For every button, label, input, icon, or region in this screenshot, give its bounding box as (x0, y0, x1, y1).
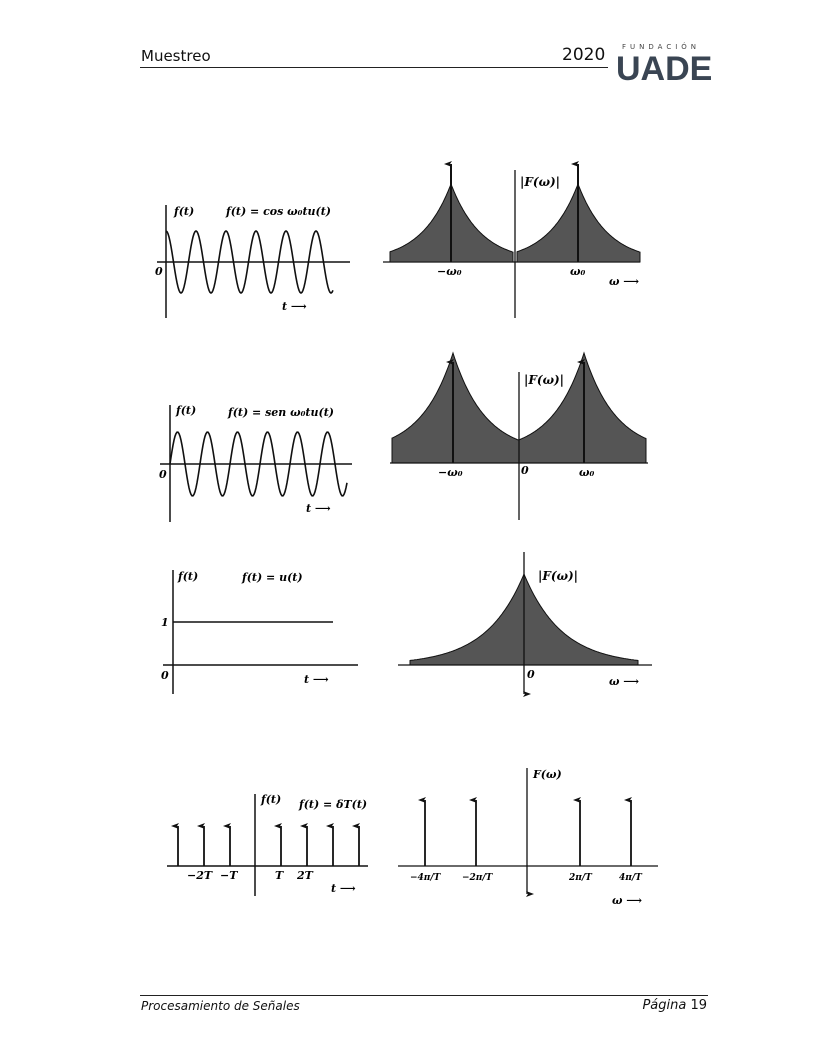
row1-F-label: |F(ω)| (520, 175, 560, 189)
row1-formula: f(t) = cos ω₀tu(t) (225, 205, 331, 218)
row4-tick-neg4pi: −4π/T (410, 873, 442, 883)
footer-rule (140, 995, 708, 996)
row4-impulse-train (171, 823, 360, 866)
footer-page: Página 19 (642, 998, 707, 1013)
row3-spectrum: |F(ω)| 0 ω ⟶ (398, 552, 652, 697)
row4-t-axis-label: t ⟶ (331, 882, 356, 895)
row2-F-label: |F(ω)| (524, 373, 564, 387)
row3-F-label: |F(ω)| (538, 569, 578, 583)
row4-tick-T: T (275, 869, 284, 882)
row4-F-label: F(ω) (532, 768, 562, 781)
row1-pos-w0: ω₀ (570, 265, 585, 278)
row4-f-label: f(t) (260, 793, 281, 806)
row2-origin: 0 (521, 464, 529, 477)
row4-spectrum-impulses (418, 797, 632, 866)
header-rule (140, 67, 608, 68)
row1-zero: 0 (155, 265, 163, 278)
row1-neg-w0: −ω₀ (437, 265, 462, 278)
row4-time-plot: f(t) f(t) = δT(t) −2T −T T 2T t ⟶ (167, 793, 368, 896)
row2-spectrum: |F(ω)| −ω₀ 0 ω₀ (390, 351, 648, 520)
footer-page-number: 19 (690, 998, 707, 1013)
row2-sine-wave (169, 431, 348, 497)
row2-time-plot: f(t) f(t) = sen ω₀tu(t) 0 t ⟶ (159, 404, 352, 522)
row3-t-axis-label: t ⟶ (304, 673, 329, 686)
row3-one: 1 (161, 616, 169, 629)
row3-time-plot: f(t) f(t) = u(t) 1 0 t ⟶ (161, 570, 358, 694)
row4-tick-4pi: 4π/T (619, 873, 643, 883)
logo-fundacion-text: FUNDACIÓN (622, 43, 701, 51)
row2-t-axis-label: t ⟶ (306, 502, 331, 515)
row4-spectrum: F(ω) −4π/T −2π/T 2π/T 4π/T ω ⟶ (398, 768, 658, 907)
footer-page-word: Página (642, 998, 687, 1013)
row4-tick-2pi: 2π/T (568, 873, 593, 883)
uade-logo: FUNDACIÓN UADE (616, 43, 713, 88)
row2-zero: 0 (159, 468, 167, 481)
footer-course: Procesamiento de Señales (141, 999, 300, 1013)
row2-formula: f(t) = sen ω₀tu(t) (227, 406, 334, 419)
row4-tick-neg2pi: −2π/T (462, 873, 494, 883)
row3-origin: 0 (527, 668, 535, 681)
row3-formula: f(t) = u(t) (241, 571, 303, 584)
row4-tick-2T: 2T (296, 869, 314, 882)
row2-f-label: f(t) (175, 404, 196, 417)
header-section-title: Muestreo (141, 47, 211, 65)
row2-neg-w0: −ω₀ (438, 466, 463, 479)
header-year: 2020 (562, 45, 606, 65)
row4-tick-neg2T: −2T (187, 869, 213, 882)
row3-w-axis-label: ω ⟶ (609, 675, 639, 688)
row4-formula: f(t) = δT(t) (298, 798, 367, 811)
row3-f-label: f(t) (177, 570, 198, 583)
row1-f-label: f(t) (173, 205, 194, 218)
row1-cosine-wave (165, 230, 334, 294)
row4-w-axis-label: ω ⟶ (612, 894, 642, 907)
row1-w-axis-label: ω ⟶ (609, 275, 639, 288)
row1-spectrum: |F(ω)| −ω₀ ω₀ ω ⟶ (383, 161, 641, 318)
row4-tick-negT: −T (220, 869, 238, 882)
row1-t-axis-label: t ⟶ (282, 300, 307, 313)
row3-zero: 0 (161, 669, 169, 682)
row1-time-plot: f(t) f(t) = cos ω₀tu(t) 0 t ⟶ (155, 205, 350, 318)
row2-pos-w0: ω₀ (579, 466, 594, 479)
logo-uade-text: UADE (616, 50, 713, 88)
